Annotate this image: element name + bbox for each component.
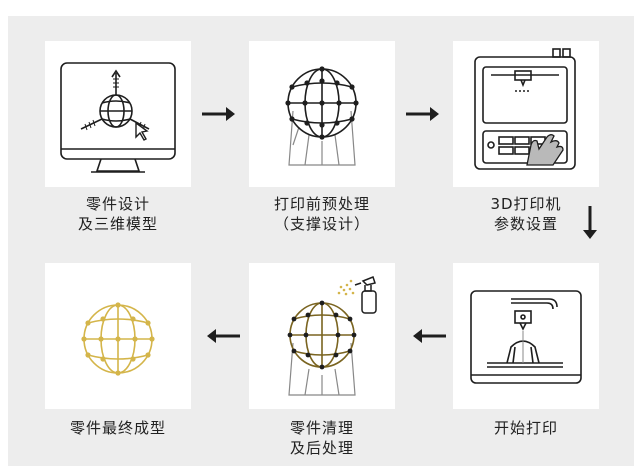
step-card-settings [453, 41, 599, 187]
step-label-line: 参数设置 [493, 215, 558, 233]
step-label-line: 3D打印机 [490, 195, 562, 213]
step-label-line: 零件设计 [85, 195, 150, 213]
step-card-design [45, 41, 191, 187]
gold-sphere-icon [81, 302, 155, 376]
step-label-printing: 开始打印 [436, 418, 616, 438]
sphere-support-icon [285, 66, 359, 166]
step-label-line: 零件清理 [289, 419, 354, 437]
step-label-cleaning: 零件清理 及后处理 [232, 418, 412, 458]
printer-control-icon [474, 48, 576, 170]
arrow-right-icon [406, 107, 439, 121]
step-label-final: 零件最终成型 [28, 418, 208, 438]
spray-clean-icon [287, 276, 377, 396]
arrow-left-icon [207, 329, 240, 343]
step-label-line: （支撑设计） [273, 215, 370, 233]
step-label-preprocess: 打印前预处理 （支撑设计） [232, 194, 412, 234]
printing-machine-icon [470, 290, 582, 384]
step-label-line: 及后处理 [289, 439, 354, 457]
step-label-line: 及三维模型 [77, 215, 158, 233]
step-label-design: 零件设计 及三维模型 [28, 194, 208, 234]
step-label-line: 打印前预处理 [273, 195, 370, 213]
arrow-down-icon [583, 206, 597, 239]
arrow-right-icon [202, 107, 235, 121]
step-card-cleaning [249, 263, 395, 409]
step-card-printing [453, 263, 599, 409]
step-label-line: 开始打印 [493, 419, 558, 437]
step-card-final [45, 263, 191, 409]
step-card-preprocess [249, 41, 395, 187]
arrow-left-icon [413, 329, 446, 343]
step-label-settings: 3D打印机 参数设置 [436, 194, 616, 234]
monitor-sphere-icon [60, 62, 176, 173]
process-panel: 零件设计 及三维模型 打印前预处理 （支撑设计） 3D打印机 参数设置 零件最终… [8, 16, 634, 466]
step-label-line: 零件最终成型 [69, 419, 166, 437]
